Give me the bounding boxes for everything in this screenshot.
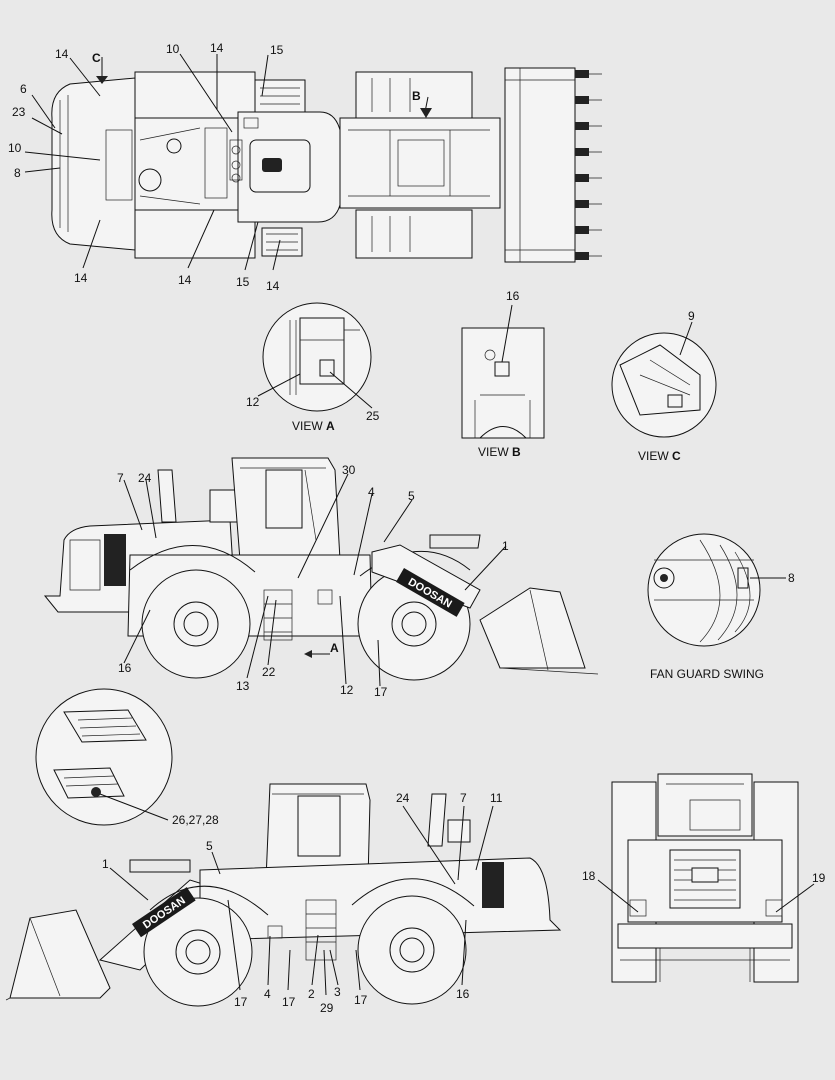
callout-right-29: 29 (320, 1001, 334, 1015)
view-c-detail (611, 321, 717, 438)
callout-right-17a: 17 (234, 995, 248, 1009)
callout-left-5: 5 (408, 489, 415, 503)
view-a-title: VIEW A (292, 419, 335, 433)
callout-vb-16: 16 (506, 289, 520, 303)
callout-top-c: C (92, 51, 101, 65)
callout-top-8: 8 (14, 166, 21, 180)
top-view-leaders (24, 53, 429, 271)
callout-top-6: 6 (20, 82, 27, 96)
view-b-title: VIEW B (478, 445, 521, 459)
callout-right-7: 7 (460, 791, 467, 805)
callout-rear-19: 19 (812, 871, 826, 885)
rear-view-machine (611, 773, 799, 983)
arrow-b-head (420, 108, 432, 118)
arrow-b-label: B (412, 89, 421, 103)
callout-top-14b: 14 (210, 41, 224, 55)
callout-right-1: 1 (102, 857, 109, 871)
left-view-leaders (123, 473, 507, 687)
callout-right-4: 4 (264, 987, 271, 1001)
callout-top-15b: 15 (236, 275, 250, 289)
callout-va-25: 25 (366, 409, 380, 423)
callout-right-11: 11 (490, 791, 503, 805)
fan-guard-title: FAN GUARD SWING (650, 667, 764, 681)
right-view-leaders (109, 805, 494, 996)
callout-top-10b: 10 (8, 141, 22, 155)
arrow-c-head (96, 76, 108, 84)
right-side-view-machine (5, 783, 562, 1007)
callout-top-14d: 14 (178, 273, 192, 287)
callout-left-24: 24 (138, 471, 152, 485)
callout-right-17c: 17 (354, 993, 368, 1007)
view-b-detail (461, 304, 545, 439)
callout-fan-8: 8 (788, 571, 795, 585)
callout-left-30: 30 (342, 463, 356, 477)
callout-right-24: 24 (396, 791, 410, 805)
step-detail (35, 688, 173, 826)
callout-rear-18: 18 (582, 869, 596, 883)
callout-right-2: 2 (308, 987, 315, 1001)
callout-top-10a: 10 (166, 42, 180, 56)
callout-top-14e: 14 (266, 279, 280, 293)
callout-right-17b: 17 (282, 995, 296, 1009)
callout-labels: 14 C 10 14 15 6 23 10 8 14 14 15 14 B 12… (8, 41, 826, 1015)
view-a-detail (257, 302, 373, 412)
callout-top-15a: 15 (270, 43, 284, 57)
callout-left-13: 13 (236, 679, 250, 693)
callout-step-26-27-28: 26,27,28 (172, 813, 219, 827)
arrow-a-label: A (330, 641, 339, 655)
callout-top-14c: 14 (74, 271, 88, 285)
callout-va-12: 12 (246, 395, 260, 409)
callout-left-1: 1 (502, 539, 509, 553)
rear-view-leaders (597, 879, 815, 913)
callout-left-16: 16 (118, 661, 132, 675)
callout-vc-9: 9 (688, 309, 695, 323)
callout-left-12: 12 (340, 683, 354, 697)
fan-guard-detail (647, 533, 786, 647)
callout-right-16: 16 (456, 987, 470, 1001)
callout-top-14a: 14 (55, 47, 69, 61)
callout-left-4: 4 (368, 485, 375, 499)
callout-right-3: 3 (334, 985, 341, 999)
callout-left-7: 7 (117, 471, 124, 485)
view-c-title: VIEW C (638, 449, 681, 463)
callout-left-17: 17 (374, 685, 388, 699)
callout-right-5: 5 (206, 839, 213, 853)
top-view-machine (51, 67, 602, 263)
arrow-a-head (304, 650, 312, 658)
callout-left-22: 22 (262, 665, 276, 679)
callout-top-23: 23 (12, 105, 26, 119)
